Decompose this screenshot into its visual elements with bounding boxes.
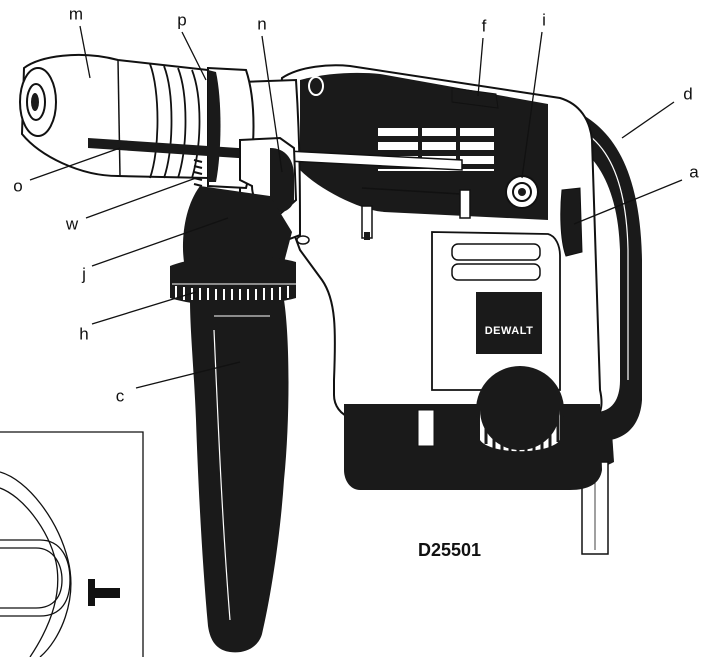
leader-n: [261, 35, 283, 173]
leader-d: [621, 101, 675, 139]
leader-a: [573, 179, 683, 225]
callout-w: w: [65, 214, 79, 234]
leader-f: [477, 37, 484, 97]
motor-vent-grille: [476, 366, 564, 455]
callout-d: d: [683, 84, 693, 104]
trigger-switch: [560, 187, 583, 257]
model-number: D25501: [418, 540, 482, 560]
callout-m: m: [68, 4, 84, 24]
leader-h: [91, 291, 197, 325]
callout-p: p: [177, 10, 187, 30]
depth-spring: [193, 159, 203, 187]
leader-o: [29, 147, 121, 181]
inset-detail: [0, 431, 144, 657]
brand-nameplate: [476, 292, 542, 354]
callout-n: n: [257, 14, 267, 34]
side-handle-stem: [182, 186, 292, 272]
leader-m: [79, 25, 91, 79]
callout-i: i: [542, 10, 546, 30]
callout-h: h: [79, 324, 89, 344]
callout-a: a: [689, 162, 699, 182]
callout-o: o: [13, 176, 23, 196]
side-handle-collar: [170, 255, 296, 306]
callout-f: f: [481, 16, 487, 36]
leader-w: [85, 177, 197, 219]
leader-i: [521, 31, 543, 179]
leader-c: [135, 361, 241, 389]
callout-j: j: [82, 264, 86, 284]
leader-j: [91, 217, 229, 267]
lock-symbol-icon: [88, 579, 120, 606]
chuck-assembly: [19, 54, 255, 190]
side-handle-grip: [190, 300, 289, 653]
callout-c: c: [115, 386, 125, 406]
brand-text: DEWALT: [485, 325, 534, 337]
motor-housing: DEWALT: [278, 64, 603, 490]
leader-p: [181, 31, 207, 81]
leader-lines: [29, 25, 683, 389]
